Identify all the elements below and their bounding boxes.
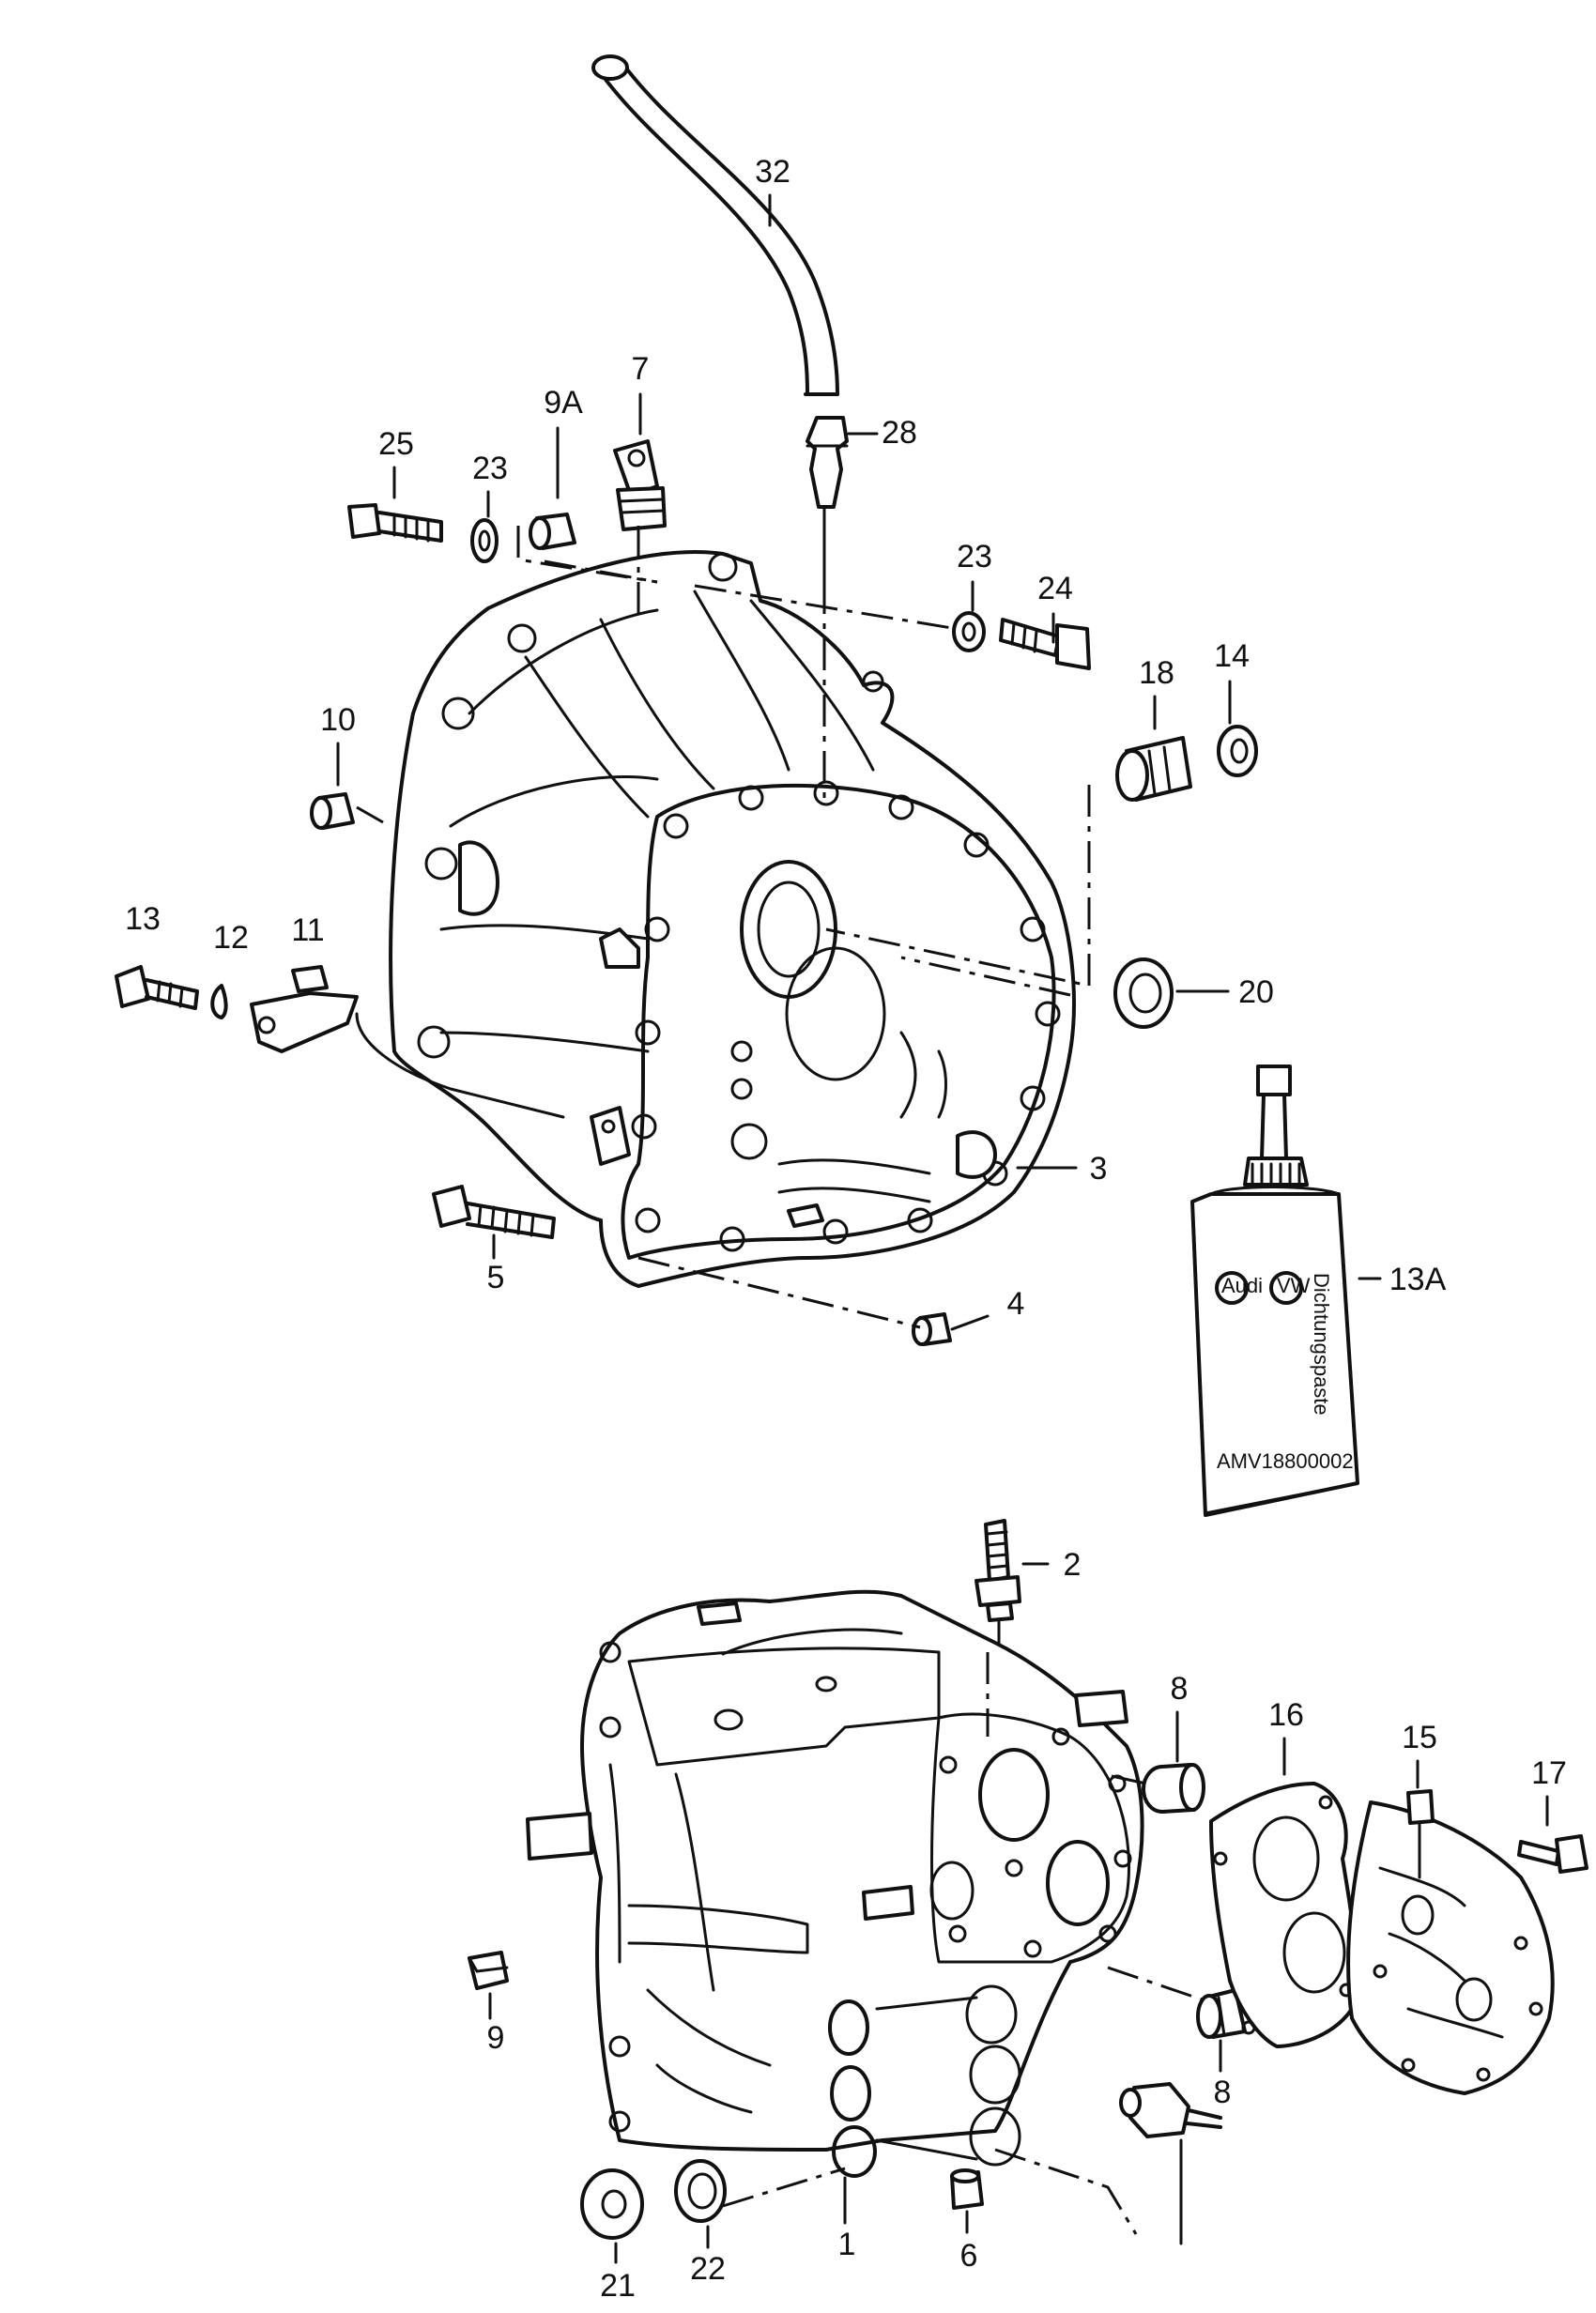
callout-13: 13 bbox=[125, 901, 161, 937]
washer-23-left bbox=[470, 518, 499, 563]
tube-product-text: Dichtungspaste bbox=[1310, 1273, 1333, 1416]
bracket-11 bbox=[250, 965, 359, 1053]
callout-27: 28 bbox=[882, 415, 917, 451]
drain-plug-22 bbox=[580, 2168, 644, 2240]
callout-22: 21 bbox=[600, 2268, 636, 2304]
callout-28: 32 bbox=[755, 154, 790, 190]
callout-20: 20 bbox=[1238, 974, 1274, 1010]
seal-8-upper bbox=[1142, 1763, 1205, 1814]
callout-21: 22 bbox=[690, 2251, 726, 2287]
washer-23-right bbox=[952, 611, 986, 652]
plug-6 bbox=[950, 2168, 984, 2210]
callout-3: 3 bbox=[1090, 1151, 1108, 1187]
bolt-25 bbox=[347, 503, 443, 543]
callout-1: 1 bbox=[838, 2227, 856, 2262]
callout-16: 16 bbox=[1268, 1697, 1304, 1733]
bolt-13 bbox=[115, 965, 199, 1010]
callout-9: 9 bbox=[487, 2020, 505, 2056]
oil-seal-20 bbox=[1113, 957, 1174, 1029]
callout-10: 10 bbox=[320, 702, 356, 738]
callout-9a: 9A bbox=[544, 385, 583, 421]
sensor-32 bbox=[1119, 2082, 1222, 2138]
bolt-5 bbox=[432, 1185, 556, 1239]
callout-8-upper: 8 bbox=[1171, 1671, 1189, 1707]
key-9 bbox=[468, 1951, 509, 1990]
callout-25: 25 bbox=[378, 426, 414, 462]
callout-6: 6 bbox=[960, 2238, 978, 2274]
clip-12 bbox=[210, 984, 228, 1019]
tube-part-number: AMV18800002 bbox=[1217, 1449, 1354, 1473]
bushing-14 bbox=[1217, 725, 1258, 777]
bolt-24 bbox=[999, 618, 1091, 670]
bolt-17 bbox=[1517, 1834, 1588, 1874]
callout-12: 12 bbox=[213, 920, 249, 956]
cover-15 bbox=[1346, 1789, 1555, 2095]
callout-23-right: 23 bbox=[957, 539, 992, 574]
sleeve-10 bbox=[310, 792, 355, 830]
clutch-housing bbox=[355, 550, 1076, 1288]
callout-15: 15 bbox=[1402, 1720, 1437, 1755]
callout-8-lower: 8 bbox=[1214, 2075, 1232, 2110]
callout-2: 2 bbox=[1064, 1547, 1082, 1583]
transmission-housing bbox=[526, 1589, 1144, 2178]
callout-13a: 13A bbox=[1389, 1262, 1447, 1297]
seal-8-lower bbox=[1196, 1988, 1247, 2039]
leader-lines bbox=[336, 193, 1549, 2264]
callout-labels: 32 28 7 9A 25 23 23 24 18 14 10 13 12 11… bbox=[125, 154, 1567, 2304]
callout-24: 24 bbox=[1037, 571, 1073, 606]
assembly-lines-bottom bbox=[722, 1652, 1203, 2235]
dowel-4 bbox=[912, 1312, 952, 1346]
vw-logo bbox=[1269, 1271, 1303, 1305]
callout-18: 18 bbox=[1139, 655, 1174, 691]
callout-14: 14 bbox=[1214, 638, 1250, 674]
callout-5: 5 bbox=[487, 1260, 505, 1295]
audi-logo bbox=[1215, 1271, 1249, 1305]
sleeve-9a bbox=[529, 513, 576, 550]
vw-logo-label: VW bbox=[1277, 1274, 1311, 1297]
seal-18 bbox=[1115, 736, 1192, 802]
callout-4: 4 bbox=[1007, 1286, 1025, 1322]
assembly-lines-top bbox=[356, 526, 1091, 1329]
callout-23-left: 23 bbox=[472, 451, 508, 486]
breather-fitting bbox=[806, 416, 849, 603]
audi-logo-label: Audi bbox=[1221, 1274, 1263, 1297]
callout-17: 17 bbox=[1531, 1755, 1567, 1791]
breather-hose bbox=[591, 54, 839, 396]
callout-11: 11 bbox=[291, 912, 324, 948]
drain-plug-7 bbox=[613, 439, 667, 531]
seal-ring-21 bbox=[674, 2159, 727, 2223]
callout-7: 7 bbox=[632, 351, 650, 387]
